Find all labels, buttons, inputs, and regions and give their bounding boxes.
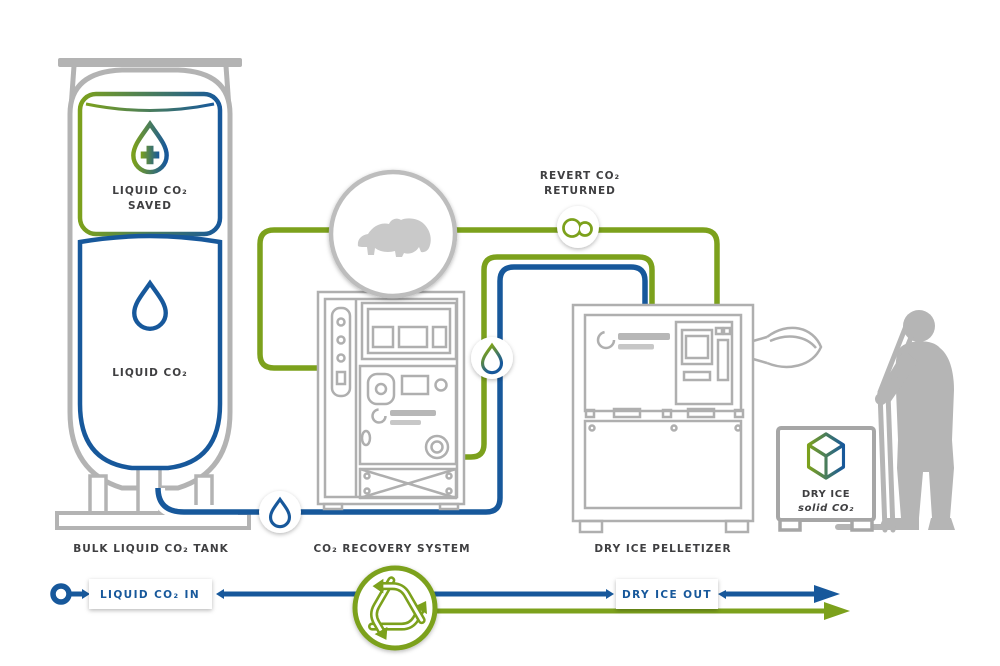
recovery-caption: CO₂ RECOVERY SYSTEM [313,543,470,555]
dry-ice-out-label: DRY ICE OUT [622,589,712,601]
tank-liquid-label: LIQUID CO₂ [112,367,188,379]
pipe-liquid-co2 [155,264,648,515]
pelletizer-chute [752,326,823,369]
recycle-badge [352,565,438,651]
pelletizer-control-panel [674,320,734,406]
dry-ice-pelletizer [571,303,823,534]
pelletizer-foot-left [578,519,604,534]
recovery-brand-logo [371,408,436,425]
droplet-badge-recovered [471,337,513,379]
tank-saved-label-2: SAVED [128,200,172,212]
droplet-badge-liquid-in [259,491,301,533]
recovery-system [316,290,466,511]
pipe-recovered-liquid [460,254,655,460]
recovery-main-panel [358,364,458,466]
tank-cap-bar [58,58,242,67]
recovery-cross-brace [358,467,458,500]
out-label-box [616,579,718,609]
worker-legs [897,440,954,518]
arrow-into-in-label [82,589,90,599]
arrow-right-icon-blue [814,585,840,603]
pelletizer-lower-panel [583,419,743,510]
flow-bar: LIQUID CO₂ IN DRY ICE OUT [50,565,850,651]
flow-start-dot [50,583,72,605]
tank-liquid-section: LIQUID CO₂ [77,233,223,471]
pelletizer-caption: DRY ICE PELLETIZER [594,543,731,555]
arrow-right-icon-green [824,602,850,620]
tank-caption: BULK LIQUID CO₂ TANK [73,543,229,555]
recovery-vent-panel [360,301,458,361]
box-foot-right [850,518,874,532]
dry-ice-cube-icon [806,432,846,480]
pelletizer-hinge-row [584,407,745,419]
box-label-2: solid CO₂ [798,503,854,514]
box-foot-left [778,518,802,532]
tank-saved-label-1: LIQUID CO₂ [112,185,188,197]
recovery-control-strip [330,306,352,398]
liquid-co2-in-label: LIQUID CO₂ IN [100,589,200,601]
worker-foot-right [928,518,955,530]
polar-bear-icon [357,218,431,257]
polar-bear-badge [328,169,458,299]
pelletizer-brand-logo [596,330,670,350]
pipes [151,227,720,519]
dry-ice-box: DRY ICE solid CO₂ [776,426,876,532]
pelletizer-foot-right [724,519,750,534]
in-label-box [89,579,212,609]
revert-co2-icon [562,218,593,238]
pipe-gas-return [257,227,720,371]
revert-co2: REVERT CO₂ RETURNED [540,170,620,248]
revert-label-1: REVERT CO₂ [540,170,620,182]
bulk-tank: LIQUID CO₂ SAVED LIQUID CO₂ [55,58,251,530]
tank-saved-section: LIQUID CO₂ SAVED [77,91,223,237]
box-label-1: DRY ICE [802,489,850,500]
revert-label-2: RETURNED [544,185,616,197]
